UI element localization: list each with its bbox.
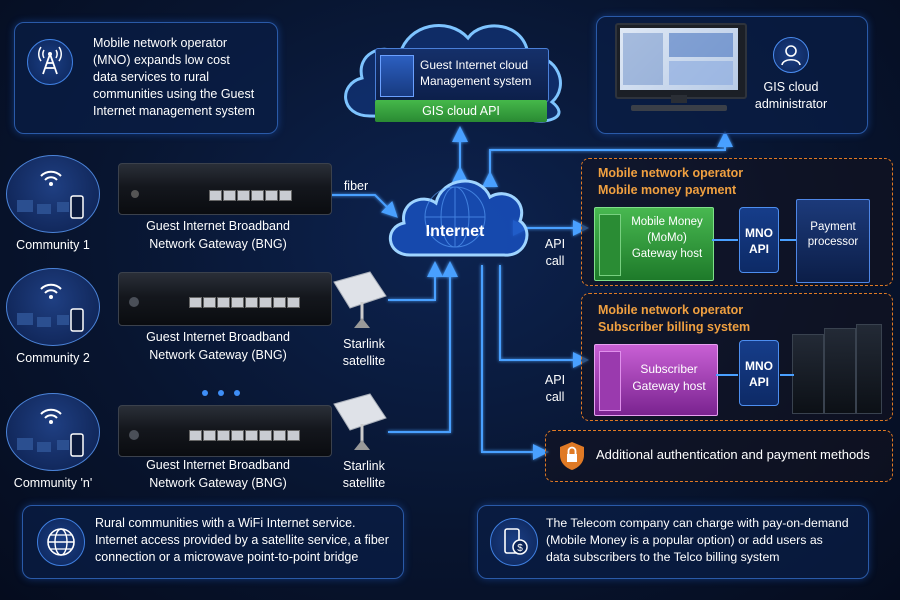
starlink-label-line: Starlink xyxy=(343,337,385,351)
starlink-dish-icon xyxy=(330,392,390,454)
payment-processor-server: Payment processor xyxy=(796,199,870,283)
momo-host-line: (MoMo) xyxy=(647,232,687,244)
more-communities-dots xyxy=(202,383,250,401)
globe-icon xyxy=(37,518,85,566)
mno-info-line: communities using the Guest xyxy=(93,87,255,101)
api-call-label: API xyxy=(544,237,566,251)
mno-api-line: MNO xyxy=(745,226,773,240)
processor-line: processor xyxy=(807,236,859,248)
momo-host-line: Mobile Money xyxy=(631,216,703,228)
cloud-server-box: Guest Internet cloud Management system xyxy=(375,48,549,102)
starlink-label-line: satellite xyxy=(342,354,386,368)
community-label: Community 1 xyxy=(16,238,90,252)
subscriber-gateway-host: Subscriber Gateway host xyxy=(594,344,718,416)
monitor-icon xyxy=(615,23,747,111)
bng-label-line: Guest Internet Broadband xyxy=(146,330,290,344)
bng-gateway-1 xyxy=(118,163,332,215)
api-call-label: call xyxy=(545,390,565,404)
mno-info-line: data services to rural xyxy=(93,70,210,84)
mobile-money-title-line: Mobile network operator xyxy=(598,166,744,180)
rural-line: Internet access provided by a satellite … xyxy=(95,533,389,547)
processor-line: Payment xyxy=(810,221,856,233)
bng-label-line: Guest Internet Broadband xyxy=(146,219,290,233)
bng-label-line: Network Gateway (BNG) xyxy=(149,476,287,490)
starlink-dish-icon xyxy=(330,270,390,332)
api-call-label: API xyxy=(544,373,566,387)
telecom-line: (Mobile Money is a popular option) or ad… xyxy=(546,533,823,547)
mno-api-box: MNO API xyxy=(739,340,779,406)
community-1-icon xyxy=(6,155,100,233)
starlink-label-line: Starlink xyxy=(343,459,385,473)
mno-api-line: MNO xyxy=(745,359,773,373)
user-icon xyxy=(773,37,809,73)
cloud-management-system: Guest Internet cloud Management system G… xyxy=(330,6,580,131)
keyboard-icon xyxy=(631,105,727,111)
subscriber-billing-box: Mobile network operator Subscriber billi… xyxy=(581,293,893,421)
mobile-money-title-line: Mobile money payment xyxy=(598,183,737,197)
bng-label-line: Network Gateway (BNG) xyxy=(149,237,287,251)
cloud-icon xyxy=(388,179,529,257)
api-call-label: call xyxy=(545,254,565,268)
internet-label: Internet xyxy=(425,223,485,240)
mobile-money-payment-box: Mobile network operator Mobile money pay… xyxy=(581,158,893,286)
bng-label-line: Network Gateway (BNG) xyxy=(149,348,287,362)
subscriber-host-line: Gateway host xyxy=(632,379,706,393)
mno-api-line: API xyxy=(748,242,769,256)
mno-info-line: (MNO) expands low cost xyxy=(93,53,230,67)
fiber-label: fiber xyxy=(343,179,369,193)
momo-gateway-host: Mobile Money (MoMo) Gateway host xyxy=(594,207,714,281)
cloud-title-line: Management system xyxy=(420,74,532,88)
starlink-label-line: satellite xyxy=(342,476,386,490)
subscriber-host-line: Subscriber xyxy=(640,362,698,376)
rural-communities-panel: Rural communities with a WiFi Internet s… xyxy=(22,505,404,579)
cell-tower-icon xyxy=(27,39,73,85)
community-label: Community 2 xyxy=(16,351,90,365)
svg-text:$: $ xyxy=(517,543,523,554)
mno-info-line: Mobile network operator xyxy=(93,36,228,50)
mno-api-line: API xyxy=(748,375,769,389)
mno-info-line: Internet management system xyxy=(93,104,255,118)
billing-title-line: Mobile network operator xyxy=(598,303,744,317)
internet-cloud: Internet xyxy=(380,165,530,265)
community-label: Community 'n' xyxy=(13,476,93,490)
gis-cloud-api-bar: GIS cloud API xyxy=(375,100,547,122)
shield-lock-icon xyxy=(558,441,586,471)
bng-gateway-n xyxy=(118,405,332,457)
momo-host-line: Gateway host xyxy=(631,248,703,260)
auth-text: Additional authentication and payment me… xyxy=(596,447,870,462)
billing-title-line: Subscriber billing system xyxy=(598,320,751,334)
rural-line: Rural communities with a WiFi Internet s… xyxy=(95,516,356,530)
telecom-line: data subscribers to the Telco billing sy… xyxy=(546,550,780,564)
telecom-charging-panel: $ The Telecom company can charge with pa… xyxy=(477,505,869,579)
mno-api-box: MNO API xyxy=(739,207,779,273)
community-2-icon xyxy=(6,268,100,346)
bng-gateway-2 xyxy=(118,272,332,326)
bng-label-line: Guest Internet Broadband xyxy=(146,458,290,472)
mobile-payment-icon: $ xyxy=(490,518,538,566)
additional-auth-box: Additional authentication and payment me… xyxy=(545,430,893,482)
billing-server-rack xyxy=(792,324,882,414)
telecom-line: The Telecom company can charge with pay-… xyxy=(546,516,849,530)
gis-admin-panel: GIS cloud administrator xyxy=(596,16,868,134)
rural-line: connection or a microwave point-to-point… xyxy=(95,550,359,564)
mno-info-panel: Mobile network operator (MNO) expands lo… xyxy=(14,22,278,134)
cloud-title-line: Guest Internet cloud xyxy=(420,58,529,72)
community-n-icon xyxy=(6,393,100,471)
gis-admin-line: GIS cloud xyxy=(763,80,819,94)
gis-admin-line: administrator xyxy=(754,97,828,111)
server-icon xyxy=(380,55,414,97)
